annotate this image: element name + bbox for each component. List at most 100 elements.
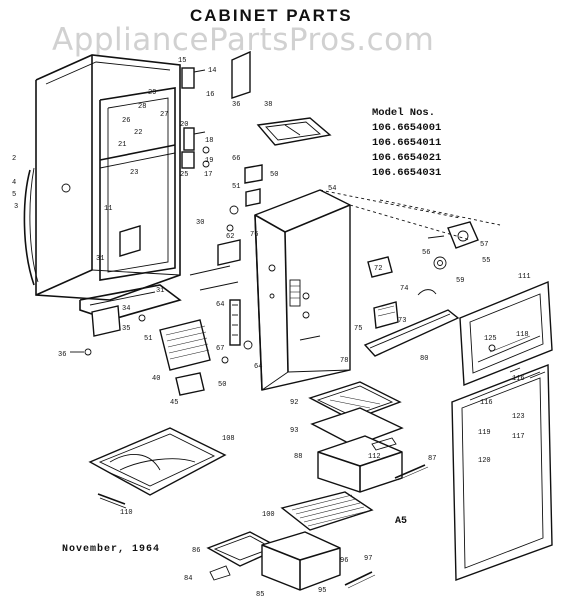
- callout-84: 84: [184, 575, 192, 583]
- glass-shelf: [308, 381, 402, 421]
- diagram-title: CABINET PARTS: [190, 6, 353, 25]
- callout-50: 50: [270, 171, 278, 179]
- callout-40: 40: [152, 375, 160, 383]
- callout-14: 14: [208, 67, 216, 75]
- callout-20: 20: [180, 121, 188, 129]
- callout-50-lower: 50: [218, 381, 226, 389]
- callout-59: 59: [456, 277, 464, 285]
- callout-2: 2: [12, 155, 16, 163]
- model-number: 106.6654021: [372, 152, 442, 164]
- callout-28: 28: [138, 103, 146, 111]
- callout-22: 22: [134, 129, 142, 137]
- fresh-food-door: [451, 363, 553, 581]
- callout-64-lower: 64: [254, 363, 262, 371]
- top-panel: [231, 50, 251, 99]
- callout-117: 117: [512, 433, 525, 441]
- callout-51: 51: [232, 183, 240, 191]
- callout-95: 95: [318, 587, 326, 595]
- leader-lines: [319, 189, 501, 241]
- shelf-frame: [310, 407, 404, 447]
- callout-34: 34: [122, 305, 130, 313]
- callout-66: 66: [232, 155, 240, 163]
- callout-120: 120: [478, 457, 491, 465]
- callout-80: 80: [420, 355, 428, 363]
- callout-123: 123: [512, 413, 525, 421]
- callout-75: 75: [354, 325, 362, 333]
- callout-110: 110: [120, 509, 133, 517]
- model-number: 106.6654001: [372, 122, 442, 134]
- callout-15: 15: [178, 57, 186, 65]
- footer-code: A5: [395, 516, 408, 527]
- callout-74: 74: [400, 285, 408, 293]
- crisper-drawer: [317, 435, 403, 493]
- callout-19: 19: [205, 157, 213, 165]
- callout-38: 38: [264, 101, 272, 109]
- fresh-food-liner: [254, 189, 351, 391]
- callout-21: 21: [118, 141, 126, 149]
- callout-67: 67: [216, 345, 224, 353]
- door-hinge-parts: [488, 344, 546, 379]
- callout-92: 92: [290, 399, 298, 407]
- callout-88: 88: [294, 453, 302, 461]
- drawer-rail: [209, 565, 376, 589]
- callout-116-lower: 116: [480, 399, 493, 407]
- callout-36: 36: [232, 101, 240, 109]
- callout-55: 55: [482, 257, 490, 265]
- leveling-bracket: [97, 493, 127, 509]
- callout-5: 5: [12, 191, 16, 199]
- callout-86: 86: [192, 547, 200, 555]
- callout-57: 57: [480, 241, 488, 249]
- callout-23: 23: [130, 169, 138, 177]
- bracket-parts: [226, 164, 263, 232]
- callout-97: 97: [364, 555, 372, 563]
- drawer-trim: [394, 464, 429, 481]
- model-number: 106.6654031: [372, 167, 442, 179]
- callout-93: 93: [290, 427, 298, 435]
- kick-grille: [280, 491, 374, 531]
- lower-left-parts: [70, 305, 146, 356]
- light-housing: [427, 221, 479, 270]
- callout-62: 62: [226, 233, 234, 241]
- callout-17: 17: [204, 171, 212, 179]
- model-number: 106.6654011: [372, 137, 442, 149]
- callout-108: 108: [222, 435, 235, 443]
- crisper-cover-strip: [363, 309, 460, 357]
- callout-72: 72: [374, 265, 382, 273]
- drip-pan: [88, 427, 227, 496]
- callout-16: 16: [206, 91, 214, 99]
- callout-labels: 2 4 5 3 15 14 16 29 28 27 26 20 22 21 18…: [12, 57, 531, 599]
- callout-119: 119: [478, 429, 491, 437]
- callout-30: 30: [196, 219, 204, 227]
- callout-29: 29: [148, 89, 156, 97]
- callout-96: 96: [340, 557, 348, 565]
- callout-26: 26: [122, 117, 130, 125]
- callout-18: 18: [205, 137, 213, 145]
- callout-11: 11: [104, 205, 112, 213]
- callout-45: 45: [170, 399, 178, 407]
- callout-73: 73: [398, 317, 406, 325]
- callout-3: 3: [14, 203, 18, 211]
- footer-date: November, 1964: [62, 544, 161, 555]
- callout-31: 31: [156, 287, 164, 295]
- callout-85: 85: [256, 591, 264, 599]
- callout-78: 78: [340, 357, 348, 365]
- freezer-door: [459, 280, 553, 387]
- control-assembly: [119, 225, 253, 364]
- callout-52: 51: [144, 335, 152, 343]
- upper-hinge-parts: [181, 67, 210, 169]
- callout-111: 111: [518, 273, 531, 281]
- callout-56: 56: [422, 249, 430, 257]
- callout-36-lower: 36: [58, 351, 66, 359]
- callout-35: 35: [122, 325, 130, 333]
- callout-87: 87: [428, 455, 436, 463]
- callout-4: 4: [12, 179, 16, 187]
- callout-118: 118: [516, 331, 529, 339]
- callout-54: 54: [328, 185, 336, 193]
- meat-keeper-drawer: [261, 531, 341, 591]
- callout-31: 31: [96, 255, 104, 263]
- callout-112: 112: [368, 453, 381, 461]
- cabinet-shell: [23, 54, 182, 321]
- model-numbers-heading: Model Nos.: [372, 107, 436, 119]
- callout-116: 116: [512, 375, 525, 383]
